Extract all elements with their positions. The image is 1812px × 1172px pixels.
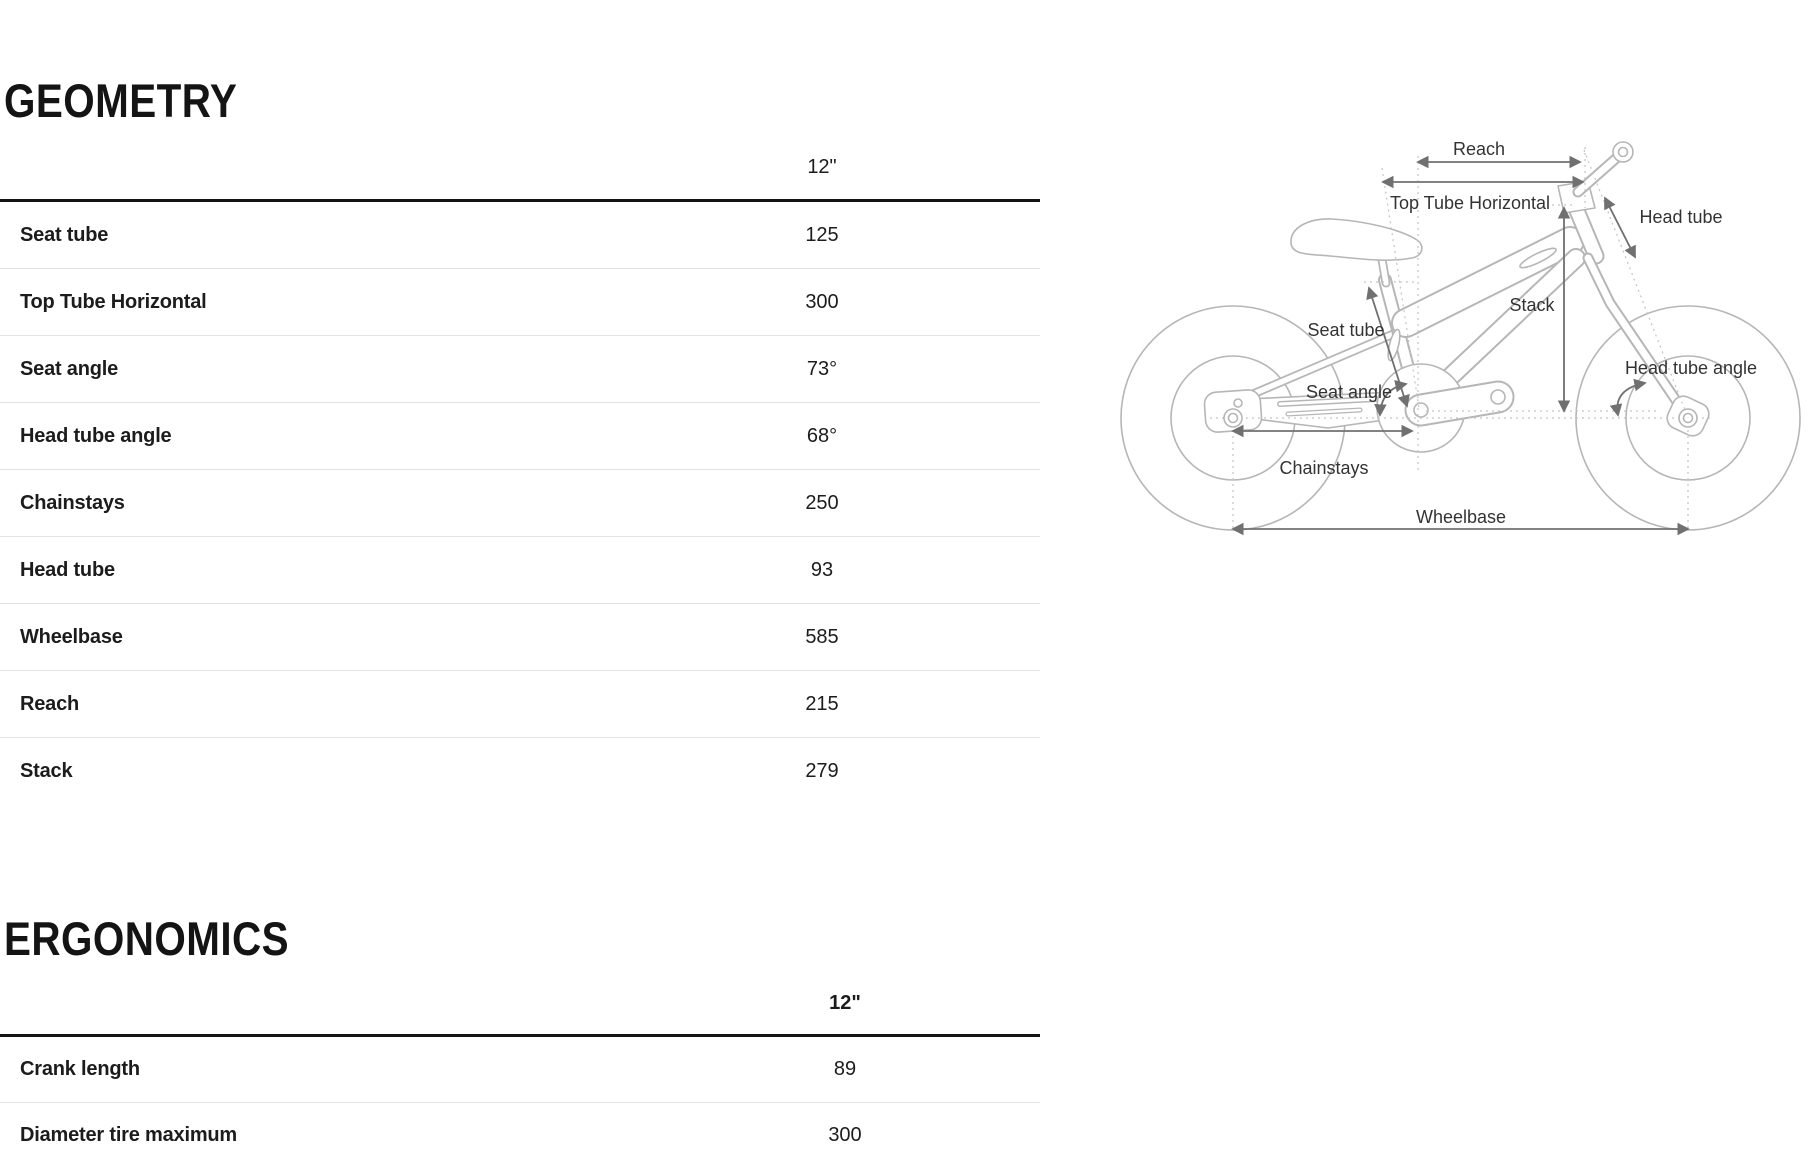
head-tube-arrow xyxy=(1604,196,1636,259)
top-tube-horizontal-label: Top Tube Horizontal xyxy=(1390,193,1550,213)
wheelbase-label: Wheelbase xyxy=(1416,507,1506,527)
ergonomics-table-header: 12" xyxy=(0,972,1040,1037)
table-row: Seat angle 73° xyxy=(0,336,1040,403)
seat-angle-label: Seat angle xyxy=(1306,382,1392,402)
handlebar-grip-icon xyxy=(1612,141,1634,163)
spec-label: Seat angle xyxy=(20,357,119,380)
spec-value: 73° xyxy=(806,357,838,380)
table-row: Stack 279 xyxy=(0,738,1040,804)
table-row: Chainstays 250 xyxy=(0,470,1040,537)
spec-value: 215 xyxy=(805,692,839,715)
spec-value: 89 xyxy=(833,1058,857,1080)
crank-icon xyxy=(1376,363,1515,453)
spec-value: 300 xyxy=(828,1124,862,1146)
spec-value: 93 xyxy=(810,558,834,581)
spec-label: Head tube xyxy=(20,558,115,581)
stack-label: Stack xyxy=(1509,295,1555,315)
size-column-header: 12" xyxy=(829,991,861,1014)
spec-label: Seat tube xyxy=(20,223,109,246)
seat-tube-label: Seat tube xyxy=(1307,320,1384,340)
geometry-table-header: 12" xyxy=(0,136,1040,202)
table-row: Seat tube 125 xyxy=(0,202,1040,269)
reach-label: Reach xyxy=(1453,139,1505,159)
frame-cutout xyxy=(1519,247,1557,269)
table-row: Crank length 89 xyxy=(0,1037,1040,1103)
head-tube-label: Head tube xyxy=(1639,207,1722,227)
table-row: Diameter tire maximum 300 xyxy=(0,1103,1040,1168)
spec-label: Wheelbase xyxy=(20,625,123,648)
head-tube-angle-label: Head tube angle xyxy=(1625,358,1757,378)
spec-label: Stack xyxy=(20,759,73,782)
chainstays-label: Chainstays xyxy=(1279,458,1368,478)
spec-label: Top Tube Horizontal xyxy=(20,290,207,313)
saddle-icon xyxy=(1290,218,1423,261)
table-row: Wheelbase 585 xyxy=(0,604,1040,671)
rear-hub-icon xyxy=(1223,408,1243,428)
front-hub-icon xyxy=(1678,408,1698,428)
table-row: Top Tube Horizontal 300 xyxy=(0,269,1040,336)
spec-label: Crank length xyxy=(20,1058,140,1080)
spec-value: 125 xyxy=(805,223,839,246)
table-row: Reach 215 xyxy=(0,671,1040,738)
spec-label: Diameter tire maximum xyxy=(20,1124,238,1146)
table-row: Head tube angle 68° xyxy=(0,403,1040,470)
spec-label: Reach xyxy=(20,692,80,715)
head-tube-angle-arc xyxy=(1609,378,1647,417)
ergonomics-section-title: ERGONOMICS xyxy=(4,912,290,966)
geometry-section-title: GEOMETRY xyxy=(4,74,238,128)
spec-label: Chainstays xyxy=(20,491,125,514)
size-column-header: 12" xyxy=(807,156,837,178)
spec-label: Head tube angle xyxy=(20,424,172,447)
table-row: Head tube 93 xyxy=(0,537,1040,604)
spec-value: 68° xyxy=(806,424,838,447)
dimension-arrows xyxy=(1231,155,1690,536)
spec-value: 300 xyxy=(805,290,839,313)
seat-angle-arc xyxy=(1374,379,1408,417)
spec-value: 585 xyxy=(805,625,839,648)
spec-value: 250 xyxy=(805,491,839,514)
spec-value: 279 xyxy=(805,759,839,782)
bike-geometry-diagram: Reach Top Tube Horizontal Head tube Stac… xyxy=(1120,139,1801,536)
